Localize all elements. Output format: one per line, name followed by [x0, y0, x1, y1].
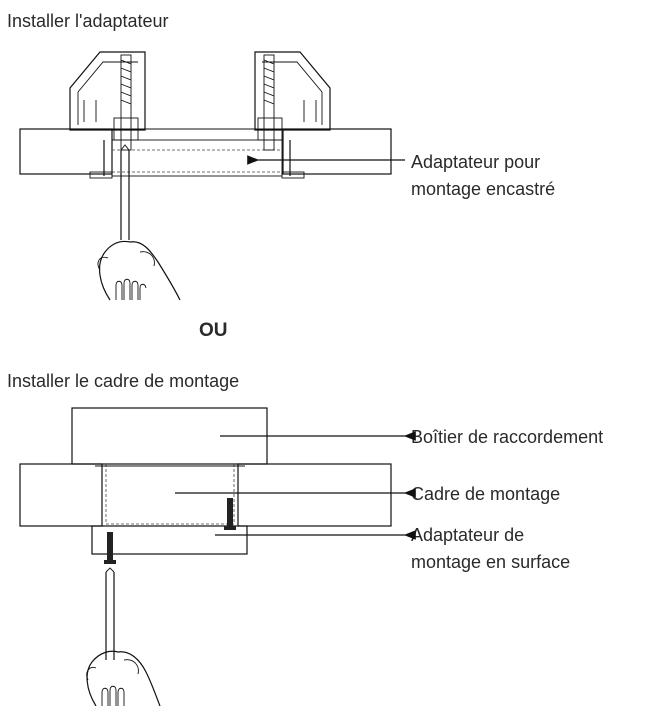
right-clamp-bracket: [254, 51, 331, 151]
left-clamp-bracket: [69, 51, 146, 151]
surface-mount-adapter: [91, 525, 248, 555]
callout-surface-adapter-line1: Adaptateur de: [411, 525, 525, 545]
ceiling-section-bottom: [19, 463, 392, 527]
flush-mount-adapter: [89, 139, 305, 179]
screw-icon: [104, 532, 116, 564]
section2-title: Installer le cadre de montage: [7, 371, 240, 391]
callout-junction-box: Boîtier de raccordement: [411, 427, 604, 447]
or-separator: OU: [199, 320, 228, 341]
mounting-frame: [95, 463, 245, 527]
hand-screwdriver-icon: [97, 144, 181, 301]
ceiling-section-top: [19, 128, 392, 175]
callout-flush-adapter-line1: Adaptateur pour: [411, 152, 541, 172]
callout-surface-adapter-line2: montage en surface: [411, 552, 571, 572]
hand-screwdriver-icon: [86, 567, 161, 706]
callout-mounting-frame: Cadre de montage: [411, 484, 561, 504]
screw-icon: [224, 498, 236, 530]
section1-title: Installer l'adaptateur: [7, 11, 169, 31]
callout-flush-adapter-line2: montage encastré: [411, 179, 556, 199]
